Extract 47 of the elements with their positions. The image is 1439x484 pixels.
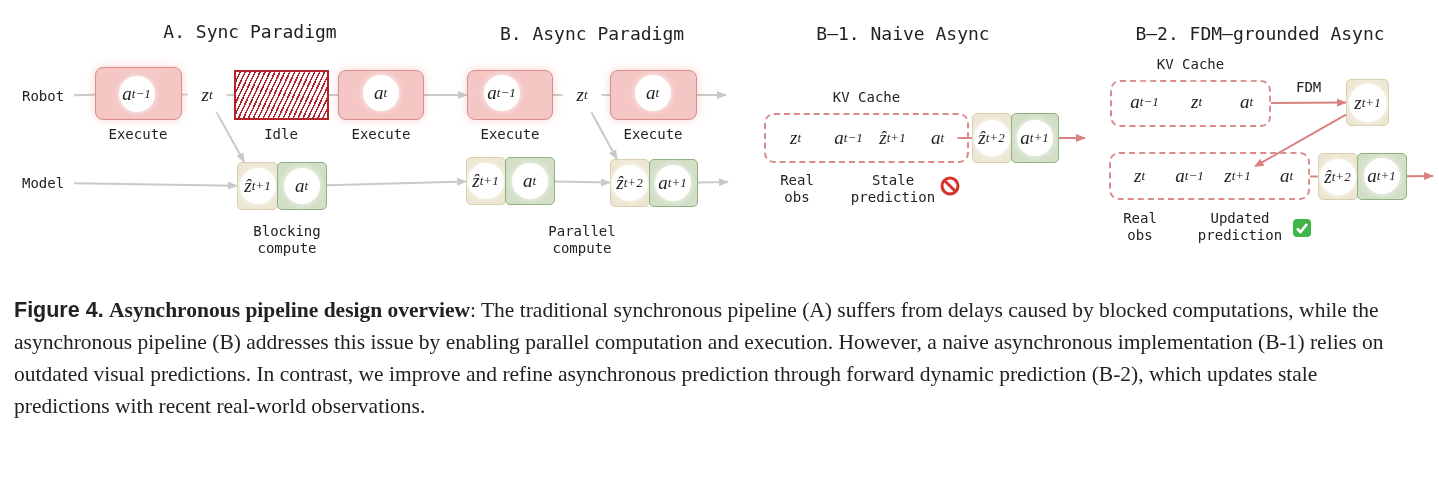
action-block <box>1357 153 1407 200</box>
row-label: Robot <box>22 86 74 106</box>
observation-block <box>466 157 506 205</box>
arrow <box>590 110 618 160</box>
note-text: Parallel compute <box>547 223 617 257</box>
execute-block <box>467 70 553 120</box>
row-label: Model <box>22 173 74 193</box>
block-caption: Idle <box>263 126 299 143</box>
note-text: Updated prediction <box>1196 210 1284 244</box>
action-block <box>505 157 555 205</box>
arrow <box>1058 134 1086 142</box>
arrow <box>696 91 727 99</box>
arrow <box>697 178 729 187</box>
group-heading: KV Cache <box>831 89 902 105</box>
block-caption: Execute <box>479 126 541 143</box>
action-block <box>649 159 698 207</box>
kv-cache-group <box>1109 152 1310 200</box>
arrow <box>423 91 468 99</box>
arrow <box>326 177 467 187</box>
note-text: Stale prediction <box>849 172 937 206</box>
panel-title: B–2. FDM–grounded Async <box>1134 23 1386 45</box>
figure-caption: Figure 4. Asynchronous pipeline design overview: The traditional synchronous pipeline (A) suffers from delays caused by blocked computations, while the asynchronous pipeline (B) addresses this issue by enabling parallel computation and execution. However, a naive asynchronous implementation (B-1) relies on outdated visual predictions. In contrast, we improve and refine asynchronous prediction through forward dynamic prediction (B-2), which updates stale predictions with recent real-world observations. <box>14 297 1384 420</box>
observation-block <box>610 159 650 207</box>
block-caption: Execute <box>107 126 169 143</box>
block-caption: Execute <box>350 126 412 143</box>
observation-block <box>237 162 278 210</box>
action-block <box>277 162 327 210</box>
observation-block <box>972 113 1012 163</box>
execute-block <box>338 70 424 120</box>
panel-title: B. Async Paradigm <box>498 23 686 45</box>
idle-block <box>234 70 329 120</box>
note-text: Real obs <box>779 172 815 206</box>
panel-title: B–1. Naive Async <box>815 23 991 45</box>
arrow <box>1406 172 1434 181</box>
execute-block <box>610 70 697 120</box>
execute-block <box>95 67 182 120</box>
action-block <box>1011 113 1059 163</box>
note-text: Real obs <box>1122 210 1158 244</box>
block-caption: Execute <box>622 126 684 143</box>
arrow <box>554 178 611 187</box>
arrow <box>215 110 246 163</box>
panel-title: A. Sync Paradigm <box>162 21 338 43</box>
arrow <box>1270 98 1347 107</box>
group-heading: KV Cache <box>1155 56 1226 72</box>
note-text: Blocking compute <box>252 223 322 257</box>
arrow <box>73 181 238 190</box>
arrow <box>1253 113 1347 168</box>
